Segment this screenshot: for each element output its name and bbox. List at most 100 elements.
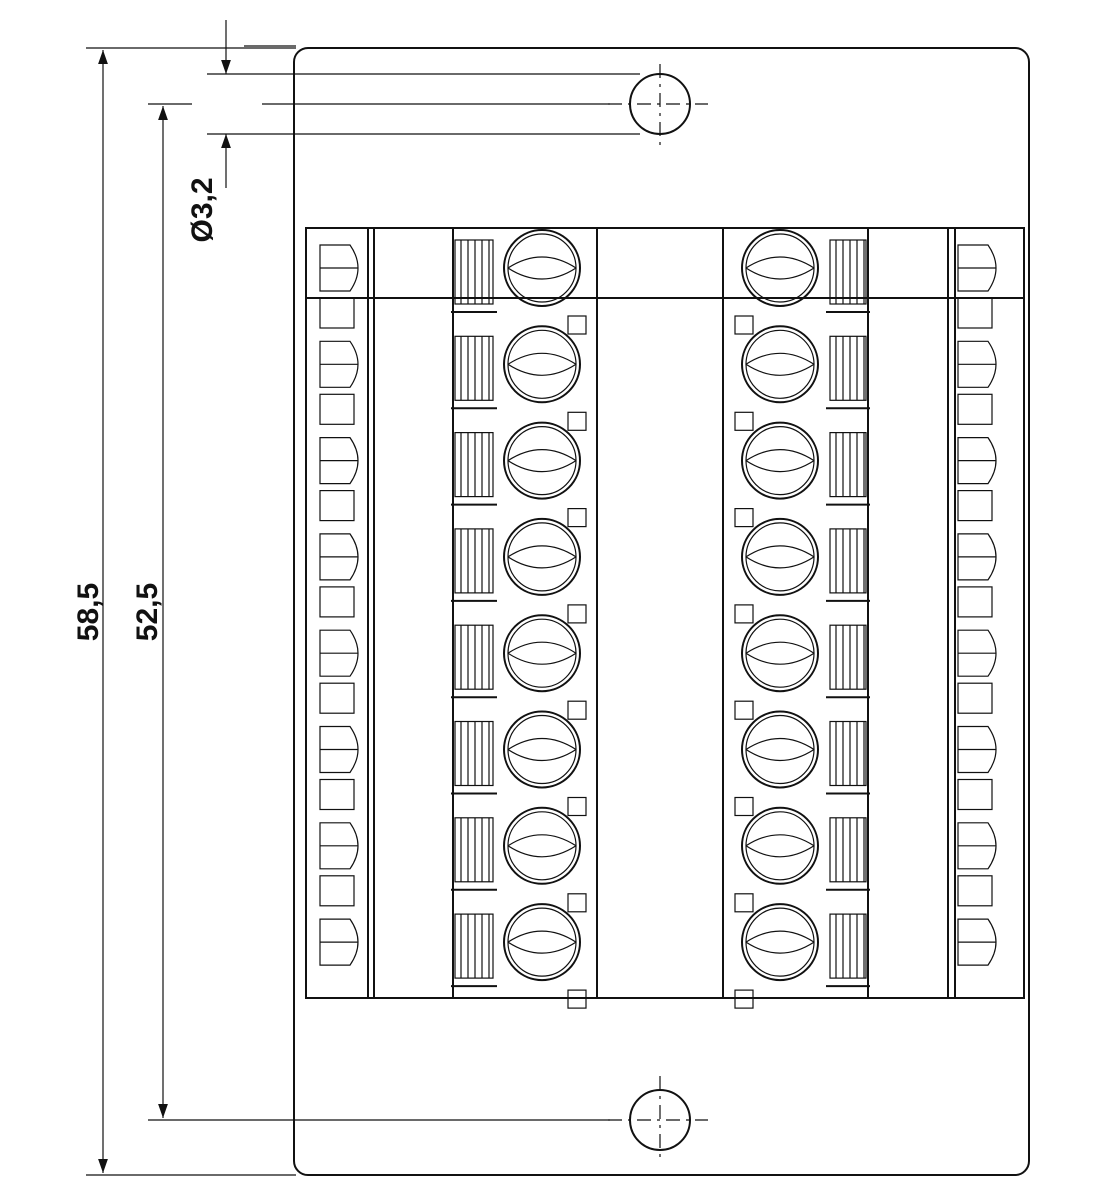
led-left <box>319 533 359 581</box>
screw-head-arc <box>745 545 815 558</box>
marker-square <box>734 508 754 528</box>
spring-clamp <box>829 624 867 690</box>
screw-head-arc <box>745 363 815 376</box>
led-right <box>957 725 997 774</box>
spring-clamp <box>829 335 867 401</box>
marker-square <box>567 508 587 528</box>
housing-outline <box>293 47 1030 1176</box>
marker-square <box>734 700 754 720</box>
led-right <box>957 918 997 966</box>
spring-clamp <box>454 720 494 787</box>
screw-terminal-inner <box>507 329 577 399</box>
screw-terminal-inner <box>745 426 815 496</box>
spring-clamp <box>454 913 494 979</box>
spring-clamp <box>454 624 494 690</box>
screw-terminal-inner <box>745 618 815 688</box>
screw-head-arc <box>507 641 577 654</box>
screw-head-arc <box>507 352 577 365</box>
screw-terminal-inner <box>745 329 815 399</box>
side-marker-square <box>319 778 355 811</box>
side-marker-square <box>319 682 355 714</box>
screw-head-arc <box>507 460 577 473</box>
screw-terminal-left <box>503 614 581 693</box>
screw-terminal-right <box>741 325 819 404</box>
marker-square <box>734 796 754 817</box>
marker-square <box>734 893 754 913</box>
mounting-hole-bottom <box>608 1076 708 1162</box>
spring-clamp <box>454 335 494 401</box>
screw-head-arc <box>745 941 815 954</box>
screw-head-arc <box>507 652 577 665</box>
screw-head-arc <box>745 449 815 462</box>
side-marker-square <box>957 586 993 618</box>
hole-diameter-label: Ø3,2 <box>186 177 219 242</box>
spring-clamp <box>829 239 867 305</box>
screw-head-arc <box>745 352 815 365</box>
hole-spacing-label: 52,5 <box>131 583 164 641</box>
side-marker-square <box>319 393 355 425</box>
screw-head-arc <box>507 834 577 847</box>
screw-head-arc <box>507 363 577 376</box>
marker-square <box>567 700 587 720</box>
spring-clamp <box>829 432 867 498</box>
screw-head-arc <box>507 545 577 558</box>
screw-head-arc <box>507 449 577 462</box>
screw-terminal-inner <box>507 714 577 785</box>
led-right <box>957 822 997 870</box>
screw-terminal-inner <box>507 522 577 592</box>
screw-head-arc <box>507 738 577 751</box>
marker-square <box>734 604 754 624</box>
screw-terminal-right <box>741 517 819 596</box>
screw-head-arc <box>745 738 815 751</box>
terminal-block <box>305 227 1025 1009</box>
dimension-overall-height: 58,5 <box>72 47 296 1176</box>
led-left <box>319 629 359 677</box>
led-left <box>319 918 359 966</box>
screw-terminal-left <box>503 710 581 789</box>
marker-square <box>567 989 587 1009</box>
screw-terminal-inner <box>745 233 815 303</box>
screw-terminal-left <box>503 806 581 885</box>
screw-terminal-inner <box>507 618 577 688</box>
side-marker-square <box>957 778 993 811</box>
side-marker-square <box>319 490 355 522</box>
marker-square <box>567 604 587 624</box>
screw-head-arc <box>745 267 815 280</box>
screw-terminal-right <box>741 806 819 885</box>
screw-head-arc <box>507 845 577 858</box>
marker-square <box>567 411 587 431</box>
screw-terminal-right <box>741 614 819 693</box>
screw-terminal-inner <box>745 907 815 977</box>
side-marker-square <box>957 682 993 714</box>
spring-clamp <box>454 528 494 594</box>
screw-head-arc <box>507 748 577 761</box>
screw-head-arc <box>507 941 577 954</box>
spring-clamp <box>829 817 867 883</box>
marker-square <box>734 989 754 1009</box>
led-left <box>319 822 359 870</box>
screw-terminal-left <box>503 325 581 404</box>
side-marker-square <box>957 875 993 907</box>
side-marker-square <box>319 875 355 907</box>
spring-clamp <box>454 817 494 883</box>
led-right <box>957 437 997 485</box>
led-left <box>319 437 359 485</box>
marker-square <box>567 893 587 913</box>
screw-head-arc <box>745 256 815 269</box>
screw-terminal-left <box>503 517 581 596</box>
screw-terminal-left <box>503 421 581 500</box>
screw-terminal-right <box>741 710 819 789</box>
spring-clamp <box>829 528 867 594</box>
screw-terminal-right <box>741 903 819 982</box>
screw-terminal-left <box>503 229 581 307</box>
screw-head-arc <box>507 556 577 569</box>
screw-terminal-inner <box>745 714 815 785</box>
spring-clamp <box>454 432 494 498</box>
screw-head-arc <box>745 556 815 569</box>
screw-head-arc <box>507 267 577 280</box>
marker-square <box>734 315 754 335</box>
side-marker-square <box>957 393 993 425</box>
marker-square <box>567 315 587 335</box>
screw-head-arc <box>745 641 815 654</box>
